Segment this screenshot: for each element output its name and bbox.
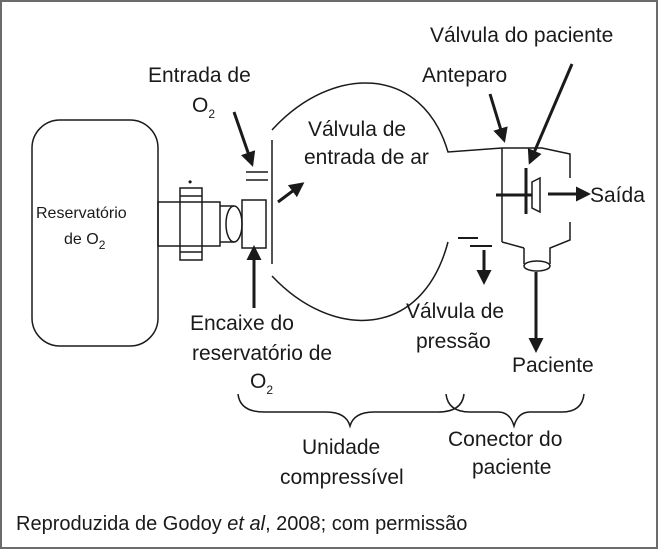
compressible-bag [271, 82, 503, 322]
label-air-valve-line1: Válvula de [308, 118, 406, 141]
caption-text-after: , 2008; com permissão [265, 513, 468, 535]
fitting-opening [225, 205, 243, 243]
caption-text-before: Reproduzida de Godoy [16, 513, 228, 535]
arrow-oxygen-inlet [232, 111, 256, 167]
label-compressible-unit-line1: Unidade [302, 436, 380, 459]
label-reservoir-fitting-line3: O2 [250, 370, 273, 397]
label-patient-connector-line1: Conector do [448, 428, 562, 451]
brace-patient-connector [445, 393, 585, 429]
label-outlet: Saída [590, 184, 645, 207]
label-compressible-unit-line2: compressível [280, 466, 404, 489]
label-reservoir-fitting-line1: Encaixe do [190, 312, 294, 335]
label-reservoir-line1: Reservatório [36, 205, 127, 222]
arrow-patient-valve [527, 63, 574, 165]
label-patient: Paciente [512, 354, 594, 377]
label-baffle: Anteparo [422, 64, 507, 87]
reservoir-collar [179, 187, 203, 261]
label-patient-connector-line2: paciente [472, 456, 551, 479]
label-oxygen-inlet-line1: Entrada de [148, 64, 251, 87]
label-reservoir-fitting-line2: reservatório de [192, 342, 332, 365]
arrow-air-valve [277, 182, 305, 204]
arrow-baffle [488, 93, 508, 143]
reservoir-neck [157, 201, 221, 247]
caption-italic: et al [227, 513, 266, 535]
inlet-plate [241, 199, 267, 249]
dot-marker: • [188, 175, 192, 189]
patient-connector [501, 147, 571, 264]
figure-caption: Reproduzida de Godoy et al, 2008; com pe… [16, 513, 467, 536]
label-patient-valve: Válvula do paciente [430, 24, 613, 47]
label-pressure-valve-line1: Válvula de [406, 300, 504, 323]
label-pressure-valve-line2: pressão [416, 330, 491, 353]
label-air-valve-line2: entrada de ar [304, 146, 429, 169]
label-oxygen-inlet-line2: O2 [192, 94, 215, 121]
label-reservoir-line2: de O2 [64, 231, 106, 252]
brace-compressible-unit [237, 393, 465, 429]
